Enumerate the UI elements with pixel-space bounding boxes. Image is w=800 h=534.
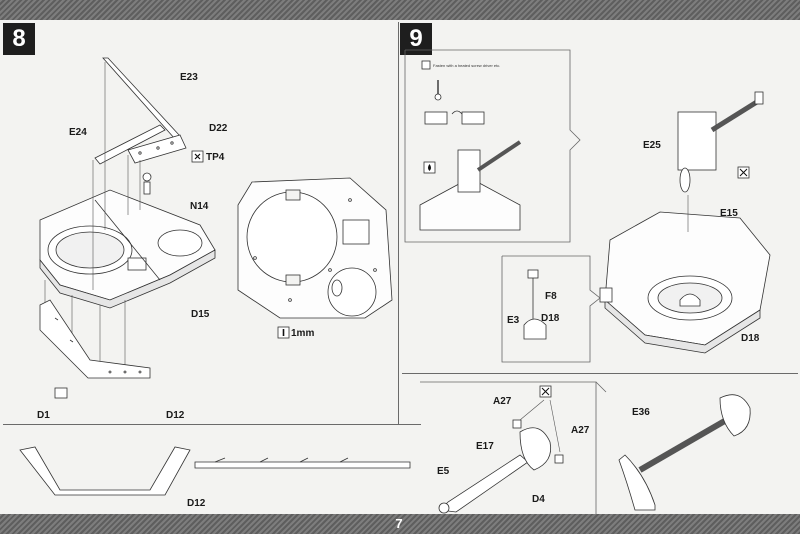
drill-icon bbox=[277, 326, 290, 339]
label-e23: E23 bbox=[180, 72, 198, 83]
do-not-glue-icon bbox=[737, 166, 750, 179]
step-8-badge: 8 bbox=[3, 23, 35, 55]
label-a27-right: A27 bbox=[571, 425, 590, 436]
step8-bottom-detail bbox=[19, 446, 411, 496]
label-d18: D18 bbox=[741, 333, 760, 344]
gun-barrel-parts bbox=[438, 399, 564, 514]
do-not-glue-icon-2 bbox=[539, 385, 552, 398]
step8-bottom-divider bbox=[3, 424, 421, 425]
gun-mantlet-right bbox=[677, 91, 764, 171]
label-tp4: TP4 bbox=[206, 152, 225, 163]
label-e36: E36 bbox=[632, 407, 650, 418]
step9-small-callout bbox=[501, 255, 601, 363]
step9-bottom-callout bbox=[420, 381, 607, 514]
part-e3-hook bbox=[523, 269, 547, 340]
label-d18-small: D18 bbox=[541, 313, 560, 324]
label-d12-detail: D12 bbox=[187, 498, 206, 509]
label-drill-size: 1mm bbox=[291, 328, 315, 339]
label-e5: E5 bbox=[437, 466, 450, 477]
turret-assembly bbox=[599, 211, 771, 354]
part-d1 bbox=[54, 387, 68, 399]
hull-deck-assembly bbox=[39, 189, 216, 309]
heat-icon bbox=[423, 161, 436, 174]
part-d22-plate bbox=[127, 134, 187, 164]
label-f8: F8 bbox=[545, 291, 557, 302]
label-e17: E17 bbox=[476, 441, 494, 452]
part-d15-detail bbox=[237, 177, 393, 319]
label-e3: E3 bbox=[507, 315, 520, 326]
vertical-divider bbox=[398, 22, 399, 424]
tp-part-icon bbox=[191, 150, 204, 163]
label-a27-left: A27 bbox=[493, 396, 512, 407]
part-e25-bracket bbox=[679, 167, 691, 193]
part-n14 bbox=[142, 172, 152, 195]
step9-callout-box bbox=[404, 49, 581, 243]
label-d4: D4 bbox=[532, 494, 545, 505]
step9-final-assembly bbox=[618, 394, 751, 511]
step9-gun-mount-small bbox=[419, 140, 522, 231]
part-e24-plate bbox=[94, 124, 166, 165]
heat-fasten-note: Fasten with a heated screw driver etc. bbox=[433, 63, 501, 68]
label-e24: E24 bbox=[69, 127, 87, 138]
label-n14: N14 bbox=[190, 201, 209, 212]
label-d15: D15 bbox=[191, 309, 210, 320]
page-number: 7 bbox=[395, 516, 403, 531]
bottom-border-bar bbox=[0, 514, 800, 534]
top-border-bar bbox=[0, 0, 800, 20]
heat-fasten-detail bbox=[421, 60, 485, 125]
label-d1: D1 bbox=[37, 410, 50, 421]
step9-mid-divider bbox=[402, 373, 798, 374]
label-d12: D12 bbox=[166, 410, 185, 421]
assembly-guide-lines bbox=[44, 62, 141, 370]
label-e25: E25 bbox=[643, 140, 661, 151]
label-e15: E15 bbox=[720, 208, 738, 219]
part-e23-plate bbox=[102, 57, 181, 140]
part-d12-side-plate bbox=[39, 299, 151, 379]
label-d22: D22 bbox=[209, 123, 228, 134]
